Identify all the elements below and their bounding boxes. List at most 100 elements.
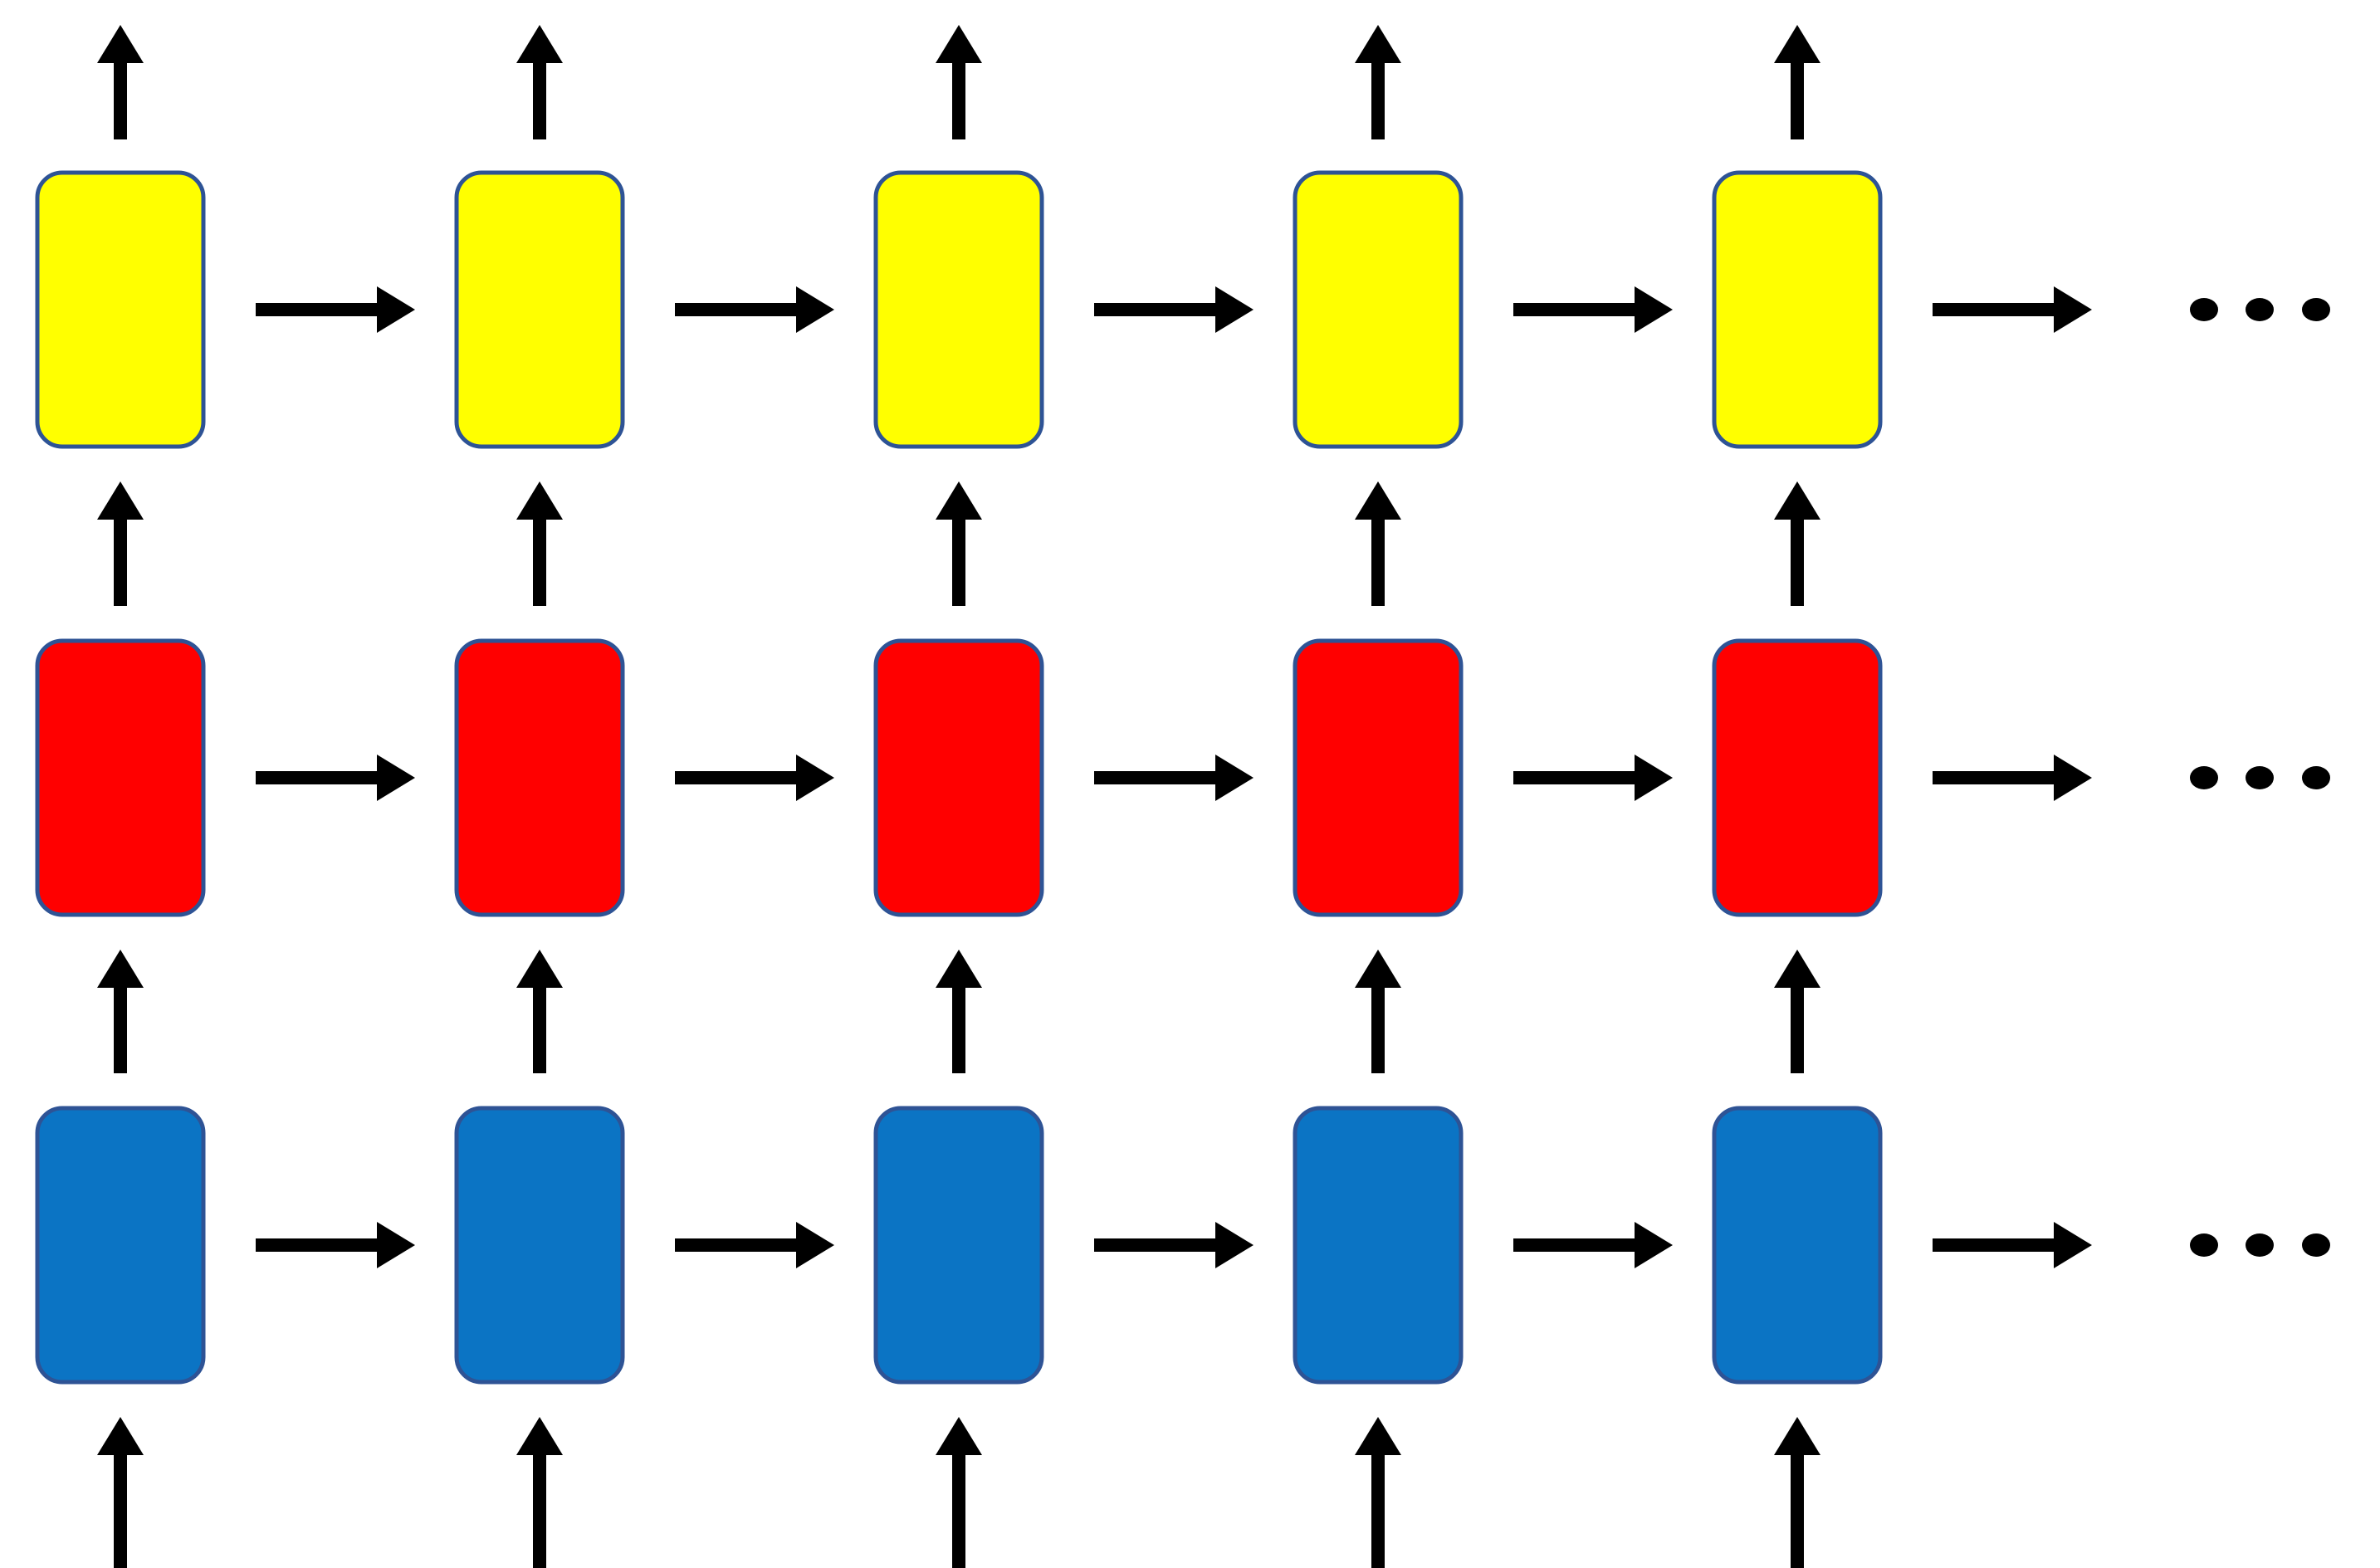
bottom-to-middle-arrow-2-head xyxy=(516,950,563,988)
input-arrow-5-shaft xyxy=(1791,1455,1804,1568)
output-arrow-4-head xyxy=(1355,25,1401,63)
row-hidden-layer-cell-1[interactable] xyxy=(35,638,206,917)
middle-to-top-arrow-1-head xyxy=(97,481,144,520)
row-output-layer-recurrent-arrow-1-head xyxy=(377,286,415,333)
output-arrow-5-head xyxy=(1774,25,1820,63)
row-output-layer-recurrent-arrow-3-head xyxy=(1215,286,1254,333)
row-input-layer-cell-1[interactable] xyxy=(35,1106,206,1385)
output-arrow-2-head xyxy=(516,25,563,63)
row-output-layer-recurrent-arrow-3 xyxy=(1094,286,1254,333)
row-input-layer-recurrent-arrow-5-head xyxy=(2054,1222,2092,1268)
row-output-layer-cell-4[interactable] xyxy=(1293,170,1464,449)
bottom-to-middle-arrow-3 xyxy=(936,950,982,1073)
row-output-layer-cell-3-shape[interactable] xyxy=(873,170,1044,449)
row-hidden-layer-cell-2-shape[interactable] xyxy=(454,638,625,917)
row-input-layer-ellipsis-dot-1 xyxy=(2190,1233,2218,1257)
row-input-layer-recurrent-arrow-4-head xyxy=(1635,1222,1673,1268)
output-arrow-1 xyxy=(97,25,144,139)
bottom-to-middle-arrow-3-shaft xyxy=(952,988,965,1073)
row-output-layer-recurrent-arrow-5-head xyxy=(2054,286,2092,333)
row-hidden-layer-cell-3-shape[interactable] xyxy=(873,638,1044,917)
row-input-layer-cell-4-shape[interactable] xyxy=(1293,1106,1464,1385)
row-output-layer-recurrent-arrow-5-shaft xyxy=(1933,303,2054,316)
row-output-layer-cell-3[interactable] xyxy=(873,170,1044,449)
row-hidden-layer-recurrent-arrow-5 xyxy=(1933,755,2092,801)
output-arrow-2 xyxy=(516,25,563,139)
row-hidden-layer-ellipsis-dot-3 xyxy=(2302,766,2330,789)
row-hidden-layer-cell-2[interactable] xyxy=(454,638,625,917)
row-output-layer-ellipsis-dot-2 xyxy=(2246,298,2274,321)
row-output-layer-cell-1[interactable] xyxy=(35,170,206,449)
row-hidden-layer-recurrent-arrow-4 xyxy=(1513,755,1673,801)
bottom-to-middle-arrow-2-shaft xyxy=(533,988,546,1073)
row-input-layer-cell-3-shape[interactable] xyxy=(873,1106,1044,1385)
output-arrow-5-shaft xyxy=(1791,63,1804,139)
output-arrow-3 xyxy=(936,25,982,139)
row-input-layer-cell-1-shape[interactable] xyxy=(35,1106,206,1385)
row-output-layer-cell-4-shape[interactable] xyxy=(1293,170,1464,449)
row-input-layer-recurrent-arrow-3-head xyxy=(1215,1222,1254,1268)
row-output-layer-cell-5-shape[interactable] xyxy=(1712,170,1883,449)
vertical-arrows-layer xyxy=(97,25,1820,1568)
input-arrow-3 xyxy=(936,1417,982,1568)
row-hidden-layer-cell-4[interactable] xyxy=(1293,638,1464,917)
bottom-to-middle-arrow-5-head xyxy=(1774,950,1820,988)
row-output-layer-recurrent-arrow-1 xyxy=(256,286,415,333)
row-hidden-layer xyxy=(35,638,2330,917)
row-input-layer-recurrent-arrow-2-head xyxy=(796,1222,834,1268)
row-output-layer-cell-2[interactable] xyxy=(454,170,625,449)
row-output-layer-recurrent-arrow-4 xyxy=(1513,286,1673,333)
input-arrow-5-head xyxy=(1774,1417,1820,1455)
row-input-layer-cell-2-shape[interactable] xyxy=(454,1106,625,1385)
row-input-layer-recurrent-arrow-3-shaft xyxy=(1094,1238,1215,1252)
row-input-layer-cell-3[interactable] xyxy=(873,1106,1044,1385)
middle-to-top-arrow-4-head xyxy=(1355,481,1401,520)
row-output-layer-cell-5[interactable] xyxy=(1712,170,1883,449)
output-arrow-4-shaft xyxy=(1371,63,1385,139)
row-output-layer-recurrent-arrow-2-shaft xyxy=(675,303,796,316)
row-input-layer-ellipsis-dot-3 xyxy=(2302,1233,2330,1257)
input-arrow-1-head xyxy=(97,1417,144,1455)
row-input-layer-recurrent-arrow-3 xyxy=(1094,1222,1254,1268)
row-input-layer-ellipsis-icon xyxy=(2190,1233,2330,1257)
row-hidden-layer-recurrent-arrow-1 xyxy=(256,755,415,801)
middle-to-top-arrow-5-shaft xyxy=(1791,520,1804,606)
input-arrow-1 xyxy=(97,1417,144,1568)
row-hidden-layer-cell-5[interactable] xyxy=(1712,638,1883,917)
row-output-layer-ellipsis-dot-3 xyxy=(2302,298,2330,321)
row-input-layer-ellipsis-dot-2 xyxy=(2246,1233,2274,1257)
row-output-layer-recurrent-arrow-4-shaft xyxy=(1513,303,1635,316)
middle-to-top-arrow-2 xyxy=(516,481,563,606)
row-hidden-layer-cell-1-shape[interactable] xyxy=(35,638,206,917)
row-input-layer-recurrent-arrow-5 xyxy=(1933,1222,2092,1268)
bottom-to-middle-arrow-1-head xyxy=(97,950,144,988)
row-hidden-layer-recurrent-arrow-2-shaft xyxy=(675,771,796,784)
input-arrow-4 xyxy=(1355,1417,1401,1568)
bottom-to-middle-arrow-5 xyxy=(1774,950,1820,1073)
row-hidden-layer-cell-4-shape[interactable] xyxy=(1293,638,1464,917)
row-input-layer-cell-4[interactable] xyxy=(1293,1106,1464,1385)
row-input-layer-cell-5[interactable] xyxy=(1712,1106,1883,1385)
bottom-to-middle-arrow-5-shaft xyxy=(1791,988,1804,1073)
row-output-layer-recurrent-arrow-1-shaft xyxy=(256,303,377,316)
row-output-layer-recurrent-arrow-2-head xyxy=(796,286,834,333)
input-arrow-2-shaft xyxy=(533,1455,546,1568)
output-arrow-3-shaft xyxy=(952,63,965,139)
row-hidden-layer-cell-5-shape[interactable] xyxy=(1712,638,1883,917)
row-input-layer-recurrent-arrow-1-shaft xyxy=(256,1238,377,1252)
bottom-to-middle-arrow-2 xyxy=(516,950,563,1073)
row-input-layer-cell-5-shape[interactable] xyxy=(1712,1106,1883,1385)
middle-to-top-arrow-1 xyxy=(97,481,144,606)
row-input-layer-cell-2[interactable] xyxy=(454,1106,625,1385)
middle-to-top-arrow-4-shaft xyxy=(1371,520,1385,606)
row-hidden-layer-recurrent-arrow-5-shaft xyxy=(1933,771,2054,784)
row-input-layer-recurrent-arrow-4-shaft xyxy=(1513,1238,1635,1252)
row-hidden-layer-ellipsis-dot-2 xyxy=(2246,766,2274,789)
row-output-layer-cell-2-shape[interactable] xyxy=(454,170,625,449)
row-output-layer-cell-1-shape[interactable] xyxy=(35,170,206,449)
middle-to-top-arrow-2-head xyxy=(516,481,563,520)
middle-to-top-arrow-5-head xyxy=(1774,481,1820,520)
row-output-layer xyxy=(35,170,2330,449)
row-hidden-layer-cell-3[interactable] xyxy=(873,638,1044,917)
